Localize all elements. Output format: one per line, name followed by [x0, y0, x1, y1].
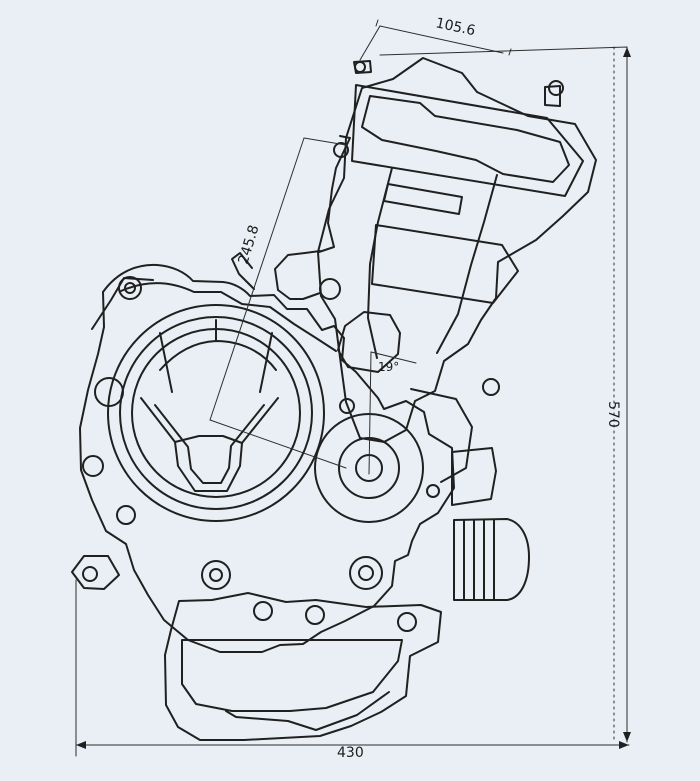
crank-cover — [314, 413, 424, 523]
oil-filter-ribs — [463, 519, 495, 601]
flywheel-cover-outer — [107, 304, 325, 522]
front-mount-hole — [82, 566, 98, 582]
bolt-boss-6 — [349, 556, 383, 590]
cover-y-outer — [140, 397, 279, 492]
top-left-stud — [353, 60, 372, 74]
top-dimension-ticks — [375, 19, 512, 56]
angle-label: 19° — [378, 360, 399, 374]
bolt-boss-10 — [339, 398, 355, 414]
cover-spoke-left — [159, 332, 173, 393]
bolt-boss-4 — [116, 505, 136, 525]
width-arrow-right — [619, 741, 629, 749]
diag-dimension-extensions — [209, 137, 347, 469]
cylinder-block — [317, 57, 597, 443]
bolt-hole-6 — [358, 565, 374, 581]
right-mid-casting — [410, 388, 473, 483]
cover-spoke-right — [259, 332, 273, 393]
width-arrow-left — [76, 741, 86, 749]
angle-reference-vertical — [368, 351, 372, 475]
bolt-boss-8 — [305, 605, 325, 625]
diag-dimension-line — [209, 137, 305, 421]
right-side-cover — [451, 447, 497, 506]
bolt-boss-5 — [201, 560, 231, 590]
head-port — [383, 183, 463, 215]
height-arrow-top — [623, 47, 631, 57]
oil-filter — [453, 518, 530, 601]
starter-housing — [337, 311, 401, 373]
oil-pan-inner — [181, 639, 403, 712]
head-cover-detail — [361, 95, 570, 183]
block-right-wall — [436, 174, 498, 354]
flywheel-cover-inner — [119, 316, 313, 510]
oil-pan-lip — [225, 691, 390, 731]
cover-y-inner — [154, 404, 265, 484]
bolt-boss-7 — [253, 601, 273, 621]
front-mount — [71, 555, 120, 590]
angle-reference-inclined — [370, 351, 417, 364]
engine-outline — [71, 57, 597, 741]
top-right-stud — [544, 85, 561, 107]
bolt-boss-11 — [426, 484, 440, 498]
bolt-boss-1 — [118, 276, 142, 300]
height-dimension-label: 570 — [605, 401, 621, 428]
bolt-boss-15 — [548, 80, 564, 96]
bolt-hole-5 — [209, 568, 223, 582]
bolt-boss-14 — [333, 142, 349, 158]
crank-cover-inner — [338, 437, 400, 499]
left-head-bracket — [318, 135, 351, 253]
top-mount-lug — [231, 252, 255, 290]
top-dimension-leader — [359, 25, 504, 61]
bolt-boss-2 — [94, 377, 124, 407]
bolt-boss-3 — [82, 455, 104, 477]
oil-pan — [164, 592, 442, 741]
width-dimension-line — [75, 579, 630, 757]
bolt-hole-1 — [124, 282, 136, 294]
bolt-boss-12 — [482, 378, 500, 396]
bolt-boss-9 — [397, 612, 417, 632]
upper-left-boss — [91, 277, 154, 330]
bolt-boss-13 — [319, 278, 341, 300]
width-dimension-label: 430 — [337, 745, 364, 761]
block-left-wall — [367, 167, 393, 359]
cover-y-bridge — [174, 435, 243, 444]
block-mid-band — [371, 224, 519, 304]
left-side-casting — [274, 250, 321, 300]
height-arrow-bottom — [623, 732, 631, 742]
cylinder-head — [351, 84, 584, 197]
dimension-arrows — [76, 47, 631, 749]
